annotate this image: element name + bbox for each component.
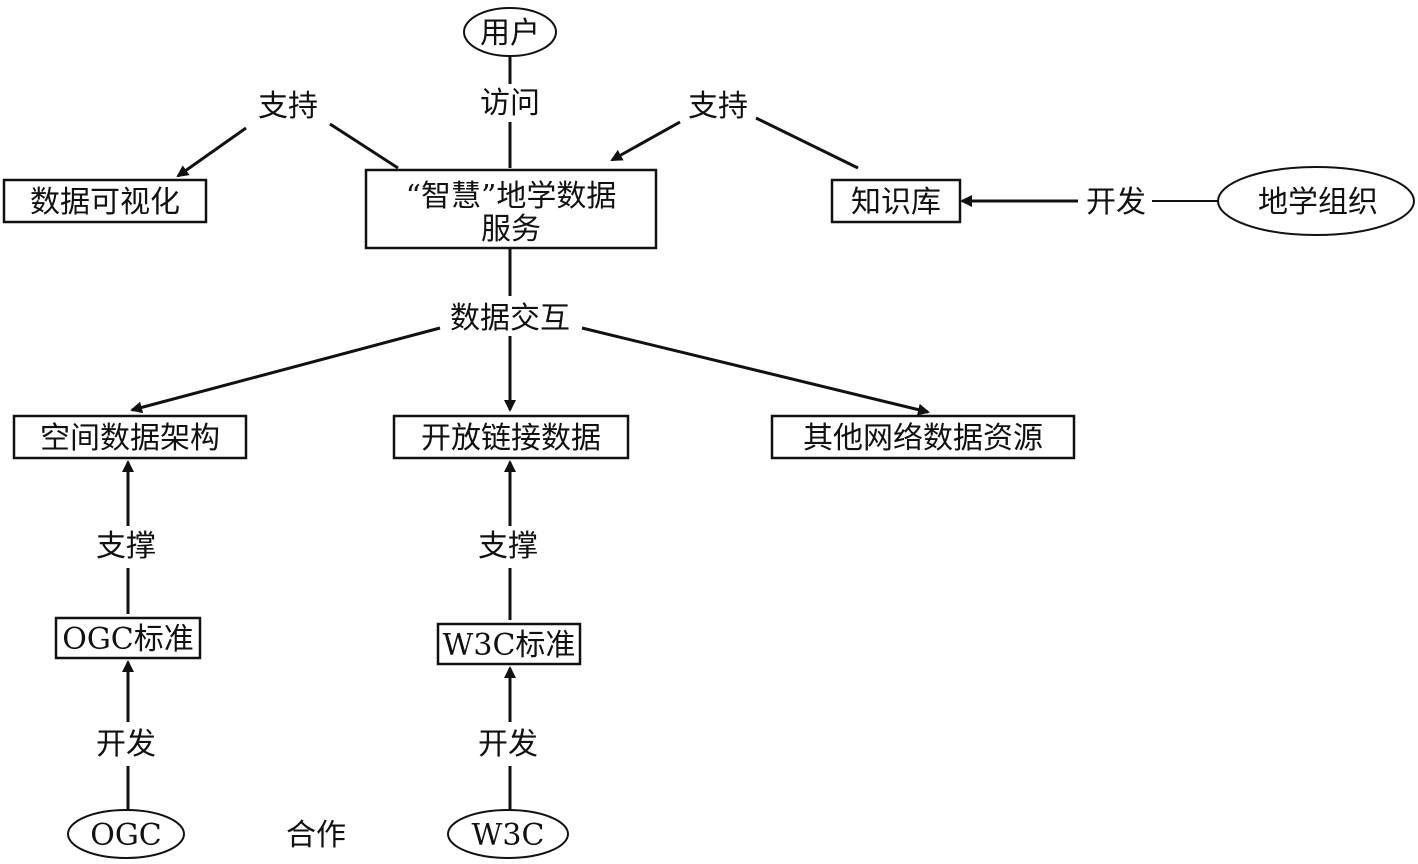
edge-knowledge-service-b [610,120,681,162]
node-open-linked-text: 开放链接数据 [421,421,601,456]
node-visualization: 数据可视化 [2,178,208,224]
node-knowledge-base: 知识库 [830,178,962,224]
node-geo-org-text: 地学组织 [1258,185,1378,220]
edge-interaction-other [581,326,930,416]
label-access: 访问 [480,86,540,121]
label-cooperation: 合作 [286,818,346,853]
node-w3c: W3C [447,809,569,859]
node-service-text-2: 服务 [481,212,541,247]
label-data-interaction: 数据交互 [450,301,570,336]
edge-service-visualization-b [176,126,247,178]
node-geo-org: 地学组织 [1217,166,1415,236]
node-ogc: OGC [67,809,185,859]
node-ogc-standard: OGC标准 [54,616,202,660]
node-w3c-text: W3C [472,818,545,853]
node-other-web: 其他网络数据资源 [770,414,1076,460]
node-user-text: 用户 [480,16,540,51]
label-develop-right: 开发 [478,727,538,762]
node-ogc-standard-text: OGC标准 [62,622,194,657]
node-visualization-text: 数据可视化 [30,185,180,220]
label-develop-top: 开发 [1086,185,1146,220]
node-other-web-text: 其他网络数据资源 [803,421,1043,456]
node-knowledge-base-text: 知识库 [851,185,941,220]
node-ogc-text: OGC [90,818,162,853]
node-spatial-arch-text: 空间数据架构 [40,421,220,456]
node-w3c-standard-text: W3C标准 [443,628,576,663]
node-user: 用户 [463,7,557,57]
node-spatial-arch: 空间数据架构 [12,414,248,460]
edge-service-visualization-a [329,122,399,170]
node-service-text-1: “智慧”地学数据 [406,179,617,214]
node-w3c-standard: W3C标准 [436,622,582,666]
node-open-linked: 开放链接数据 [392,414,630,460]
edge-interaction-spatial [130,326,441,414]
label-underpin-left: 支撑 [96,529,156,564]
label-support-right: 支持 [688,89,748,124]
label-support-left: 支持 [258,89,318,124]
edge-knowledge-service-a [755,116,859,170]
label-develop-left: 开发 [96,727,156,762]
node-service: “智慧”地学数据 服务 [364,168,658,250]
label-underpin-right: 支撑 [478,529,538,564]
